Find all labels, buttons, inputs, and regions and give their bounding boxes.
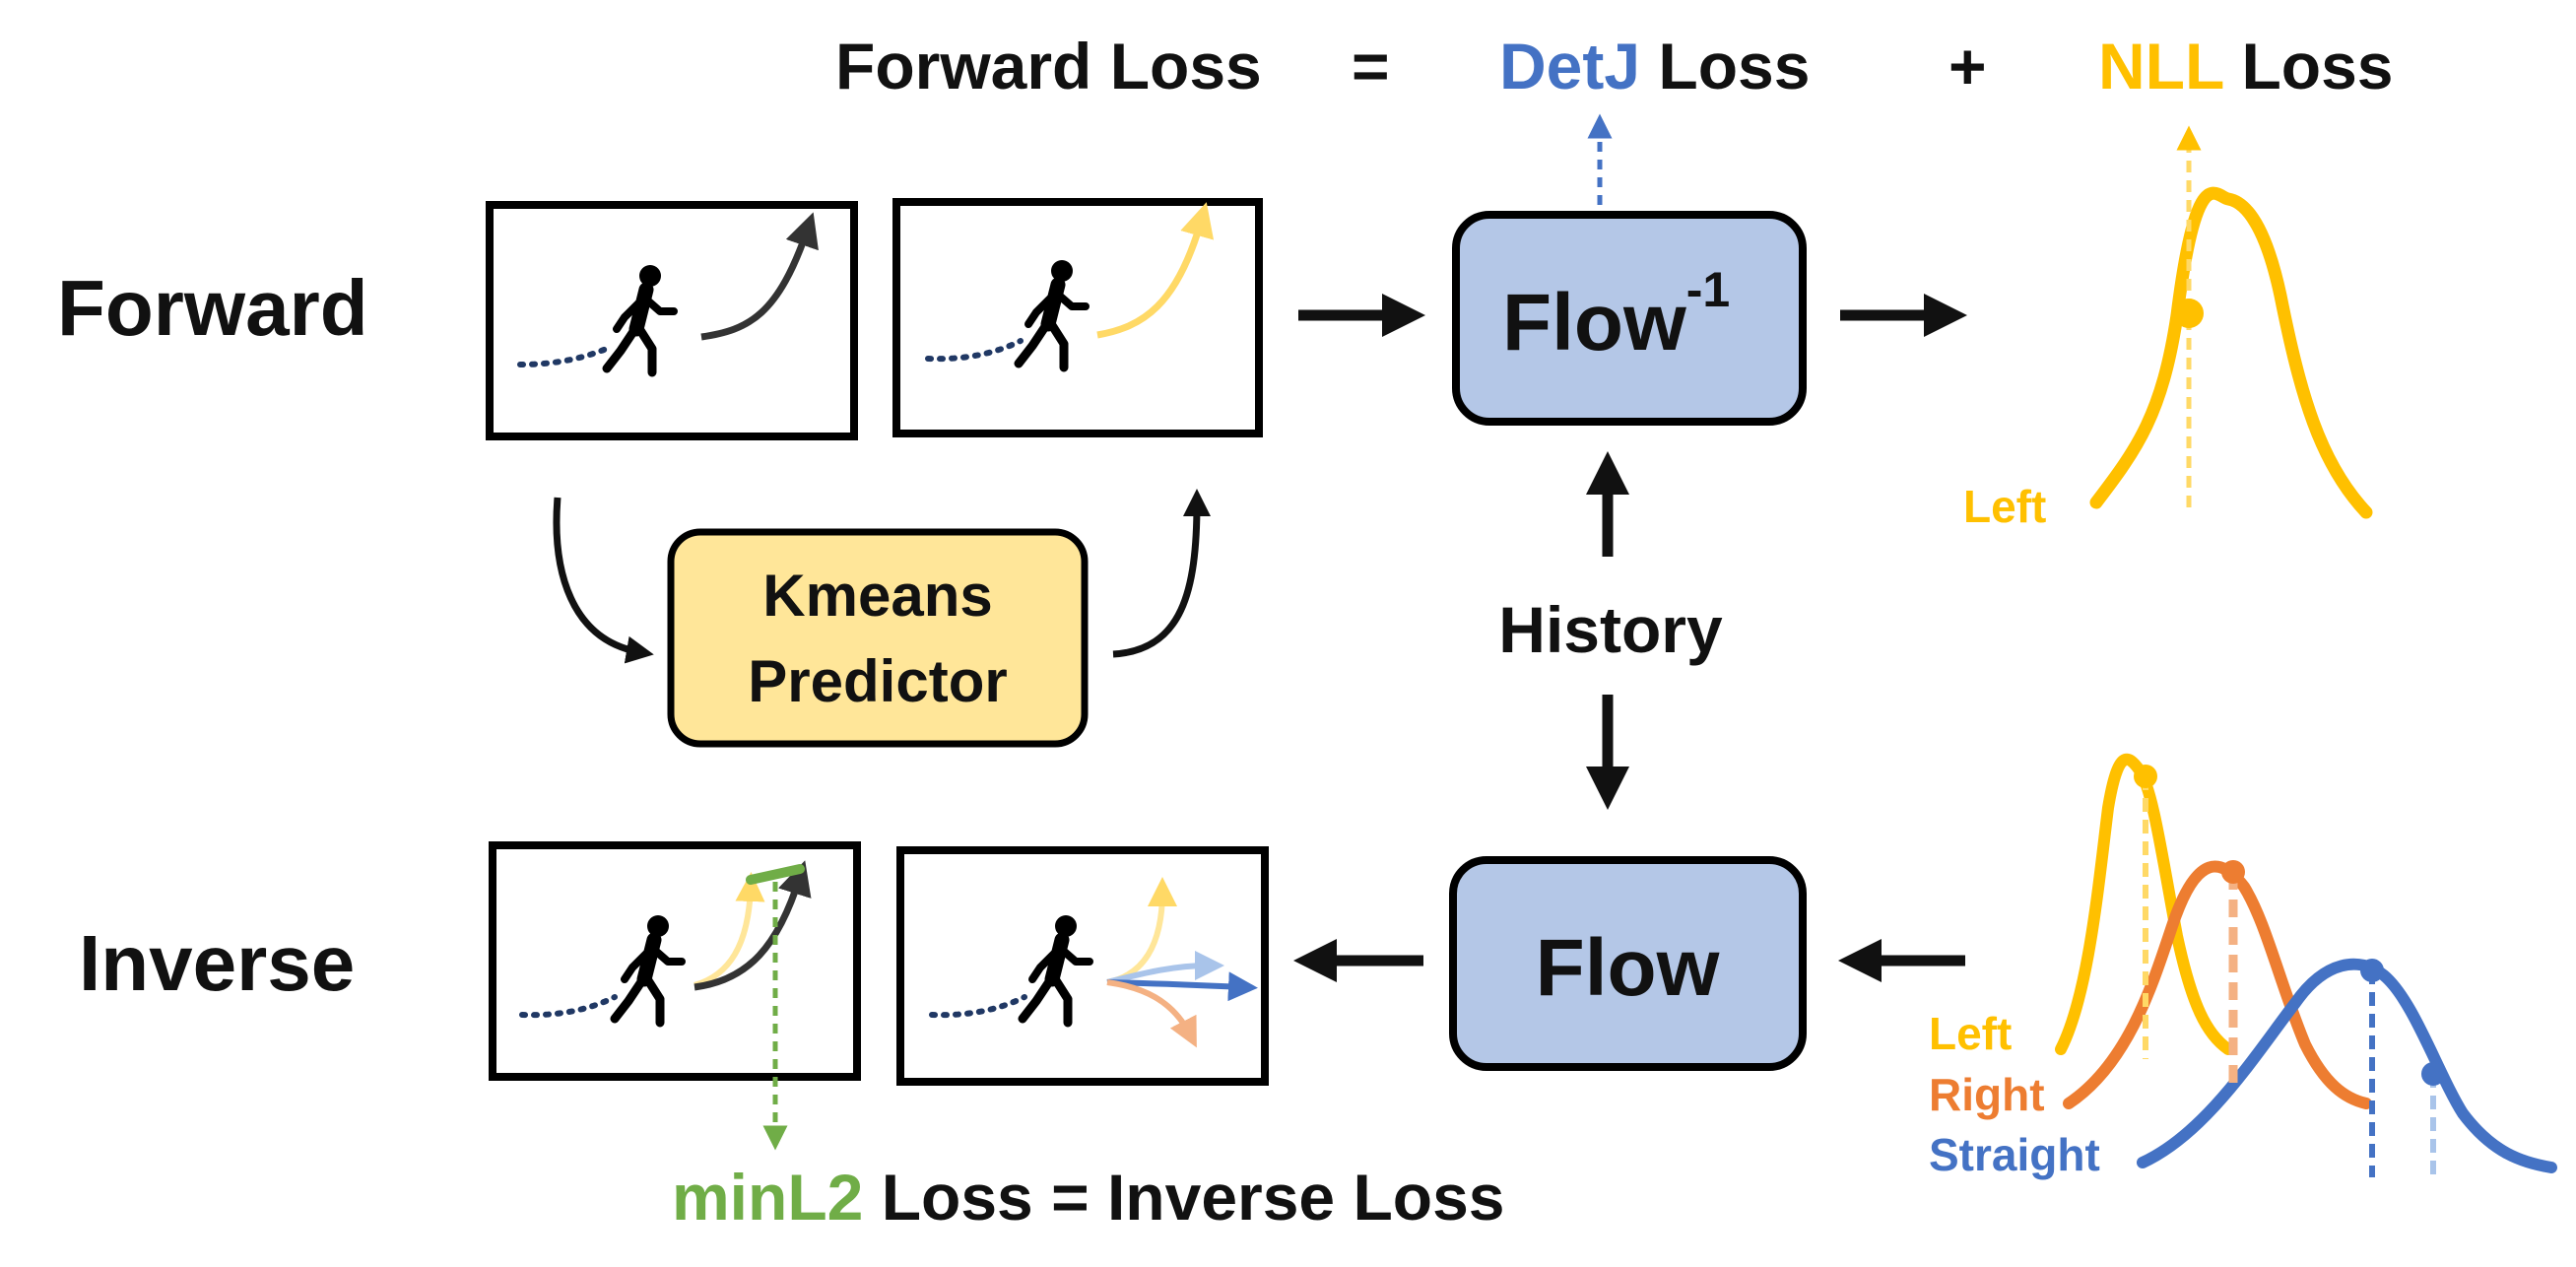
arrow-from-kmeans — [1112, 489, 1211, 658]
trajectory-arrow-icon — [1106, 979, 1197, 1048]
bottom-distribution-label-left: Left — [1929, 1008, 2012, 1059]
kmeans-label-line2: Predictor — [748, 648, 1007, 714]
bottom-distribution-label-right: Right — [1929, 1069, 2045, 1120]
row-label-inverse: Inverse — [79, 919, 355, 1007]
inverse-scene-panel-2 — [896, 846, 1269, 1086]
equation-equals: = — [1352, 30, 1390, 102]
distribution-curve-straight — [2137, 958, 2557, 1173]
sample-point — [2134, 765, 2157, 788]
equation-inverse: minL2 Loss = Inverse Loss — [672, 1161, 1505, 1234]
top-distribution-label-left: Left — [1963, 481, 2046, 532]
trajectory-arrow-icon — [1106, 951, 1224, 985]
flow-box: Flow — [1449, 856, 1807, 1071]
sample-point — [2221, 860, 2245, 884]
bottom-distribution-label-straight: Straight — [1929, 1129, 2100, 1180]
arrow-to-kmeans — [553, 497, 654, 664]
sample-point — [2421, 1062, 2445, 1086]
minl2-term: minL2 — [672, 1161, 863, 1234]
bottom-distribution-plot: Left Right Straight — [1929, 753, 2557, 1180]
history-dotted-path — [517, 344, 614, 367]
trajectory-arrow-icon — [694, 860, 812, 991]
detj-term: DetJ — [1499, 30, 1640, 102]
history-label: History — [1498, 593, 1723, 666]
history-dotted-path — [925, 338, 1024, 363]
sample-point — [2174, 299, 2204, 328]
equation-detj-loss: DetJ Loss — [1499, 30, 1810, 102]
kmeans-label-line1: Kmeans — [762, 563, 992, 629]
flow-inverse-label: Flow-1 — [1502, 262, 1730, 367]
trajectory-arrow-icon — [694, 872, 765, 988]
distribution-curve-right — [2063, 860, 2372, 1109]
history-dotted-path — [519, 994, 618, 1019]
equation-nll-loss: NLL Loss — [2098, 30, 2394, 102]
trajectory-arrow-icon — [1096, 202, 1215, 339]
trajectory-arrow-icon — [700, 212, 819, 341]
row-label-forward: Forward — [57, 264, 368, 352]
nll-term: NLL — [2098, 30, 2223, 102]
sample-point — [2360, 959, 2384, 982]
flow-inverse-box: Flow-1 — [1452, 211, 1807, 426]
kmeans-predictor-box: Kmeans Predictor — [667, 528, 1089, 748]
inverse-scene-panel-1 — [489, 841, 861, 1081]
flow-label: Flow — [1536, 923, 1720, 1013]
forward-scene-panel-1 — [486, 201, 858, 440]
forward-scene-panel-2 — [892, 198, 1263, 437]
equation-forward-lhs: Forward Loss — [835, 30, 1262, 102]
equation-plus: + — [1949, 30, 1987, 102]
distribution-curve-left — [2089, 186, 2373, 519]
history-dotted-path — [929, 994, 1027, 1019]
min-l2-segment — [746, 864, 805, 885]
top-distribution-plot: Left — [1963, 125, 2373, 532]
